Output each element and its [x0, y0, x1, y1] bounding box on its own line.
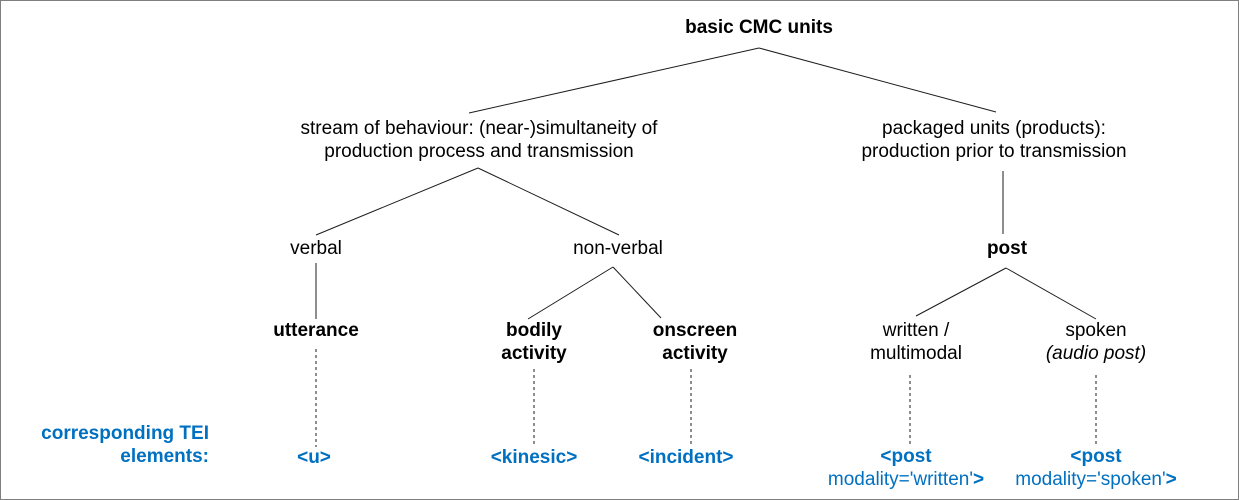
bodily-node-line2: activity: [501, 343, 567, 364]
verbal-node: verbal: [290, 238, 342, 259]
packaged-node-line2: production prior to transmission: [861, 141, 1127, 162]
tei-element-post-spoken: <post modality='spoken'>: [1015, 445, 1176, 491]
edge-post-written: [915, 267, 1007, 317]
onscreen-node-line2: activity: [662, 343, 728, 364]
tei-post-written-attr: modality='written': [827, 469, 973, 490]
spoken-node-line1: spoken: [1065, 320, 1127, 341]
tei-post-spoken-attr: modality='spoken': [1015, 469, 1166, 490]
tei-post-written-attr-line: modality='written'>: [828, 468, 984, 491]
tei-caption-line2: elements:: [120, 446, 209, 467]
tei-post-spoken-tag: <post: [1070, 446, 1122, 467]
bodily-node-line1: bodily: [506, 320, 562, 341]
edge-root-stream: [468, 47, 760, 114]
stream-node-line2: production process and transmission: [324, 141, 634, 162]
spoken-node-line2: (audio post): [1045, 343, 1147, 364]
tei-element-post-written: <post modality='written'>: [828, 445, 984, 491]
edge-stream-nonverbal: [477, 167, 620, 236]
edge-post-spoken: [1005, 267, 1097, 320]
tei-post-spoken-close: >: [1165, 469, 1177, 490]
tei-post-written-close: >: [972, 469, 985, 490]
bodily-activity-node: bodily activity: [501, 319, 566, 365]
packaged-node-line1: packaged units (products):: [882, 118, 1106, 139]
edge-nonverbal-onscreen: [612, 266, 662, 319]
packaged-units-node: packaged units (products): production pr…: [861, 117, 1126, 163]
tei-caption: corresponding TEI elements:: [39, 422, 209, 468]
post-node: post: [986, 238, 1028, 259]
edge-stream-verbal: [315, 167, 479, 236]
non-verbal-node: non-verbal: [573, 238, 663, 259]
written-multimodal-node: written / multimodal: [870, 319, 962, 365]
onscreen-node-line1: onscreen: [652, 320, 738, 341]
utterance-node: utterance: [273, 320, 359, 341]
stream-of-behaviour-node: stream of behaviour: (near-)simultaneity…: [301, 117, 658, 163]
tei-caption-line1: corresponding TEI: [41, 423, 209, 444]
stream-node-line1: stream of behaviour: (near-)simultaneity…: [300, 118, 658, 139]
tei-element-incident: <incident>: [638, 447, 734, 468]
edge-nonverbal-bodily: [527, 266, 614, 320]
onscreen-activity-node: onscreen activity: [653, 319, 737, 365]
written-node-line1: written /: [882, 320, 950, 341]
written-node-line2: multimodal: [870, 343, 962, 364]
root-node-basic-cmc-units: basic CMC units: [685, 17, 833, 38]
edge-root-packaged: [758, 47, 997, 113]
tei-post-spoken-attr-line: modality='spoken'>: [1015, 468, 1176, 491]
tei-element-kinesic: <kinesic>: [490, 447, 578, 468]
tei-element-u: <u>: [297, 447, 331, 468]
spoken-audio-post-node: spoken (audio post): [1046, 319, 1146, 365]
tei-post-written-tag: <post: [880, 446, 932, 467]
